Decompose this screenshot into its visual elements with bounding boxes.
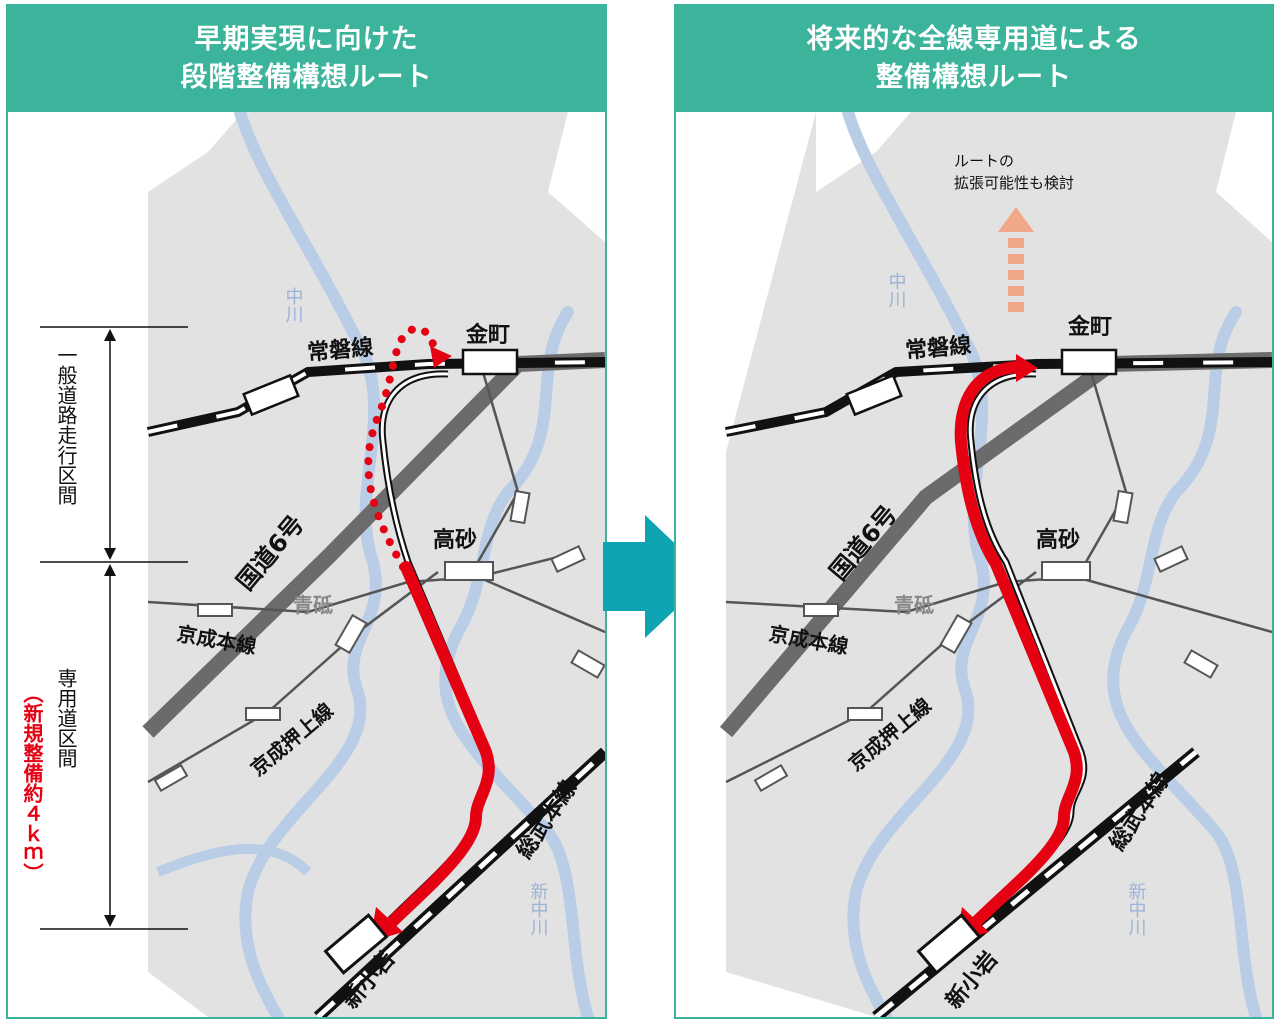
expansion-note-line2: 拡張可能性も検討 xyxy=(954,174,1074,192)
station-box-keisei-west xyxy=(803,603,839,617)
station-box-ne2 xyxy=(550,544,586,574)
keisei-oshiage-line xyxy=(725,571,1037,784)
station-box-aoto xyxy=(939,613,973,655)
river-shinnaka xyxy=(1107,306,1262,1017)
right-panel: 将来的な全線専用道による 整備構想ルート ルートの 拡張可能性も検討 xyxy=(674,4,1274,1019)
river-naka xyxy=(234,112,382,1017)
dedicated-section-label: 専用道区間 xyxy=(54,668,78,768)
right-panel-header: 将来的な全線専用道による 整備構想ルート xyxy=(676,6,1272,112)
left-panel-header: 早期実現に向けた 段階整備構想ルート xyxy=(8,6,605,112)
label-naka-river: 中川 xyxy=(886,272,907,308)
route-arrowhead-icon xyxy=(430,346,452,368)
label-joban: 常磐線 xyxy=(306,334,374,366)
station-box-ne1 xyxy=(509,489,531,525)
label-joban: 常磐線 xyxy=(904,332,972,364)
left-title-line2: 段階整備構想ルート xyxy=(180,62,433,93)
keisei-oshiage-line xyxy=(147,571,439,784)
expansion-note-line1: ルートの xyxy=(954,152,1014,170)
dedicated-route-solid xyxy=(384,561,495,930)
river-branch xyxy=(156,843,312,877)
station-box-ne1 xyxy=(1112,489,1134,525)
next-arrow-icon xyxy=(603,515,710,638)
left-title-line1: 早期実現に向けた xyxy=(194,24,419,55)
station-box-joban-west xyxy=(845,373,903,417)
right-title-line2: 整備構想ルート xyxy=(876,62,1072,93)
label-kanamachi: 金町 xyxy=(465,322,510,348)
sobu-line xyxy=(872,747,1200,1017)
station-box-ne2 xyxy=(1153,544,1189,574)
land-cutout xyxy=(148,112,243,192)
section-measure: 一般道路走行区間 専用道区間 （新規整備約４ｋｍ） xyxy=(20,326,188,930)
up-arrow-icon xyxy=(998,207,1034,312)
right-map: ルートの 拡張可能性も検討 金町 常磐線 高砂 青砥 京成本線 京成押上線 国道… xyxy=(719,112,1272,1017)
label-takasago: 高砂 xyxy=(433,527,477,553)
station-box-joban-west xyxy=(242,373,300,417)
label-aoto: 青砥 xyxy=(894,593,934,617)
new-build-label: （新規整備約４ｋｍ） xyxy=(20,683,44,883)
label-kanamachi: 金町 xyxy=(1067,314,1112,340)
label-takasago: 高砂 xyxy=(1036,527,1080,553)
station-box-shinkoiwa xyxy=(916,913,982,975)
station-box-oshiage-west xyxy=(245,707,281,721)
station-box-kanamachi xyxy=(1060,348,1118,376)
station-box-sw xyxy=(153,763,189,793)
left-panel: 早期実現に向けた 段階整備構想ルート xyxy=(6,4,607,1019)
full-dedicated-route xyxy=(954,361,1083,930)
station-box-shinkoiwa xyxy=(323,913,389,975)
general-road-route-dotted xyxy=(364,324,438,571)
general-road-section-label: 一般道路走行区間 xyxy=(54,345,78,505)
station-box-oshiage-west xyxy=(847,707,883,721)
sobu-line-dashes xyxy=(316,750,605,1017)
left-map: 金町 常磐線 高砂 青砥 京成本線 京成押上線 国道6号 総武本線 新小岩 中川… xyxy=(142,112,605,1017)
river-shinnaka xyxy=(439,306,594,1017)
station-box-keisei-west xyxy=(197,603,233,617)
route-arrowhead-icon xyxy=(1016,354,1038,382)
station-box-sw xyxy=(753,763,789,793)
right-title-line1: 将来的な全線専用道による xyxy=(806,24,1142,55)
label-aoto: 青砥 xyxy=(293,593,333,617)
label-naka-river: 中川 xyxy=(283,287,304,323)
label-shinnaka-river: 新中川 xyxy=(528,882,549,936)
label-shinnaka-river: 新中川 xyxy=(1126,882,1147,936)
station-box-e xyxy=(570,649,605,679)
station-box-takasago xyxy=(444,561,494,581)
station-box-aoto xyxy=(334,613,368,655)
station-box-kanamachi xyxy=(461,348,519,376)
station-box-takasago xyxy=(1041,561,1091,581)
station-box-e xyxy=(1183,649,1219,679)
